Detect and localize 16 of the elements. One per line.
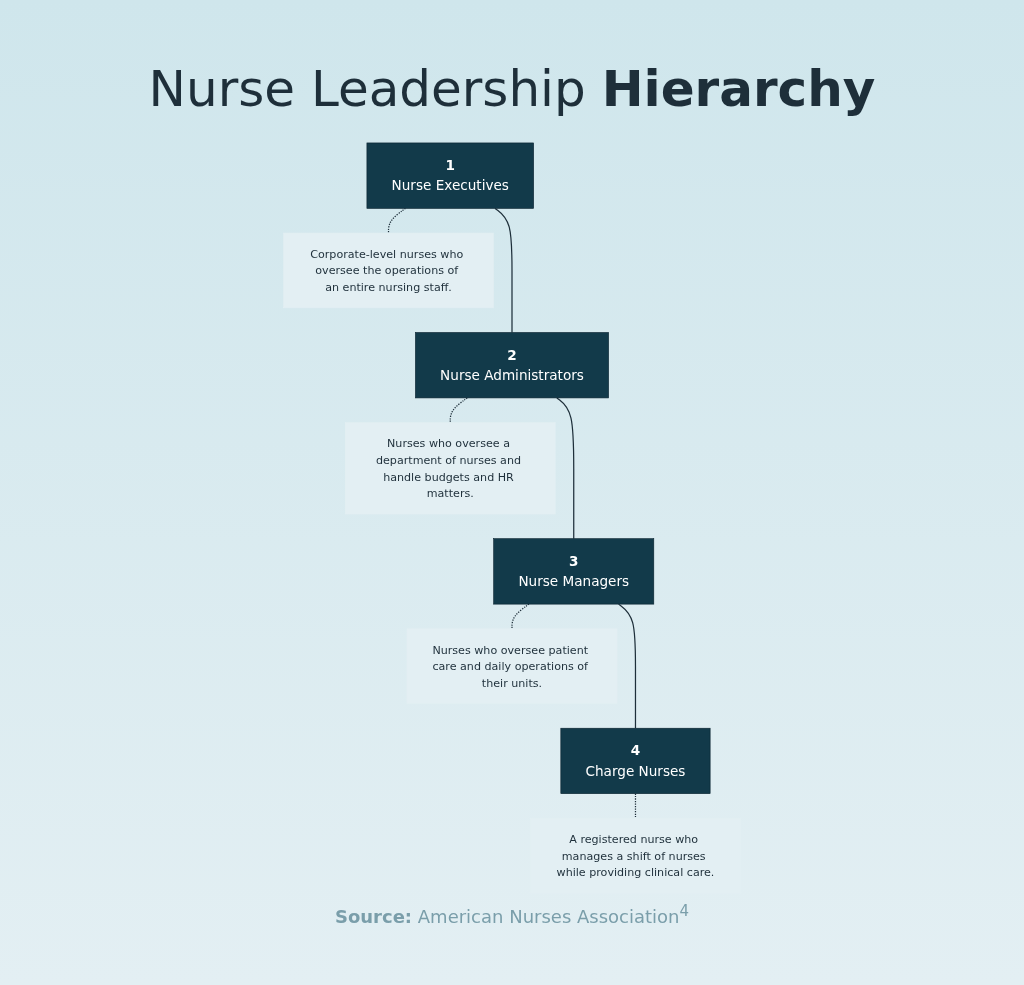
node-box: Corporate-level nurses who oversee the operations of an entire nursing staff. <box>283 232 494 309</box>
caption: Source: American Nurses Association$^{4}$ <box>333 902 691 927</box>
node-box: 2 Nurse Administrators <box>415 332 609 399</box>
node-box: 3 Nurse Managers <box>493 538 655 605</box>
connector <box>556 397 575 540</box>
title: Nurse Leadership Hierarchy <box>147 59 877 120</box>
connector <box>494 207 513 334</box>
connector <box>387 207 407 234</box>
node-box: Nurses who oversee a department of nurses and handle budgets and HR matters. <box>345 422 556 515</box>
connector <box>511 603 530 630</box>
connector <box>617 603 637 729</box>
node-box: 1 Nurse Executives <box>366 142 534 209</box>
node-text: A registered nurse who manages a shift of nurses while providing clinical care. <box>556 832 715 879</box>
node-box: 4 Charge Nurses <box>560 727 711 794</box>
node-box: Nurses who oversee patient care and daily operations of their units. <box>406 628 618 704</box>
connector <box>634 793 637 819</box>
